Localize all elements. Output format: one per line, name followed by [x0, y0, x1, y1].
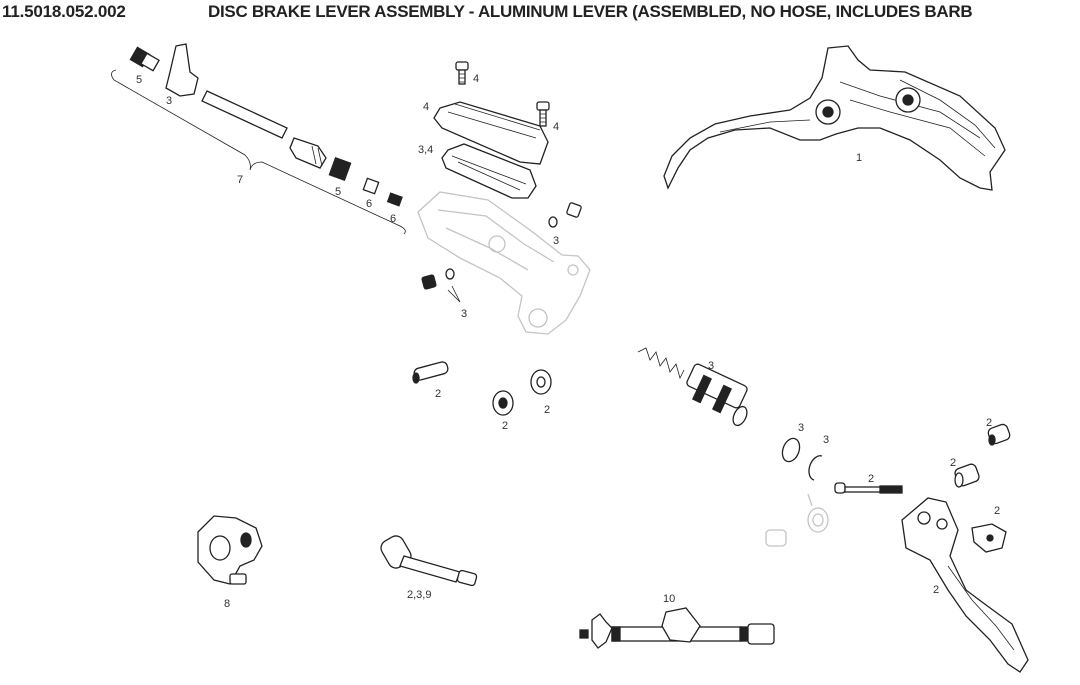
piston-assembly: [637, 347, 748, 427]
retaining-clip: [808, 455, 823, 481]
callout-blade-2: 2: [933, 584, 939, 596]
callout-clip-3: 3: [823, 434, 829, 446]
callout-bolt-4b: 4: [553, 121, 559, 133]
bushing-d: [954, 463, 980, 488]
barb-fitting: [129, 46, 160, 72]
callout-cam-2: 2: [994, 505, 1000, 517]
elbow-fitting: [165, 43, 199, 97]
callout-hose-group-7: 7: [237, 174, 243, 186]
callout-olive-5: 5: [335, 186, 341, 198]
callout-rod-10: 10: [663, 593, 675, 605]
reservoir-parts-group: 4 4 4 3,4: [418, 61, 559, 199]
bleed-tool: [380, 535, 478, 587]
reservoir-diaphragm: [441, 143, 537, 199]
pivot-pin: [412, 361, 449, 384]
callout-diaphragm-34: 3,4: [418, 144, 433, 156]
bleed-screw-a: [548, 202, 582, 228]
callout-bushing-2b: 2: [544, 404, 550, 416]
bushing-ghost: [765, 529, 787, 547]
lever-body-ghost: [417, 191, 591, 335]
callout-pin-2: 2: [435, 388, 441, 400]
header: 11.5018.052.002 DISC BRAKE LEVER ASSEMBL…: [0, 0, 1080, 24]
callout-insert-6b: 6: [390, 213, 396, 225]
bleed-rod: [579, 607, 775, 649]
washer: [781, 437, 801, 463]
cap-bolt-b: [536, 101, 550, 127]
callout-bleed-3b: 3: [461, 308, 467, 320]
callout-bushing-2c: 2: [986, 417, 992, 429]
pivot-bolt: [834, 482, 903, 494]
page-title: DISC BRAKE LEVER ASSEMBLY - ALUMINUM LEV…: [208, 2, 973, 21]
callout-clamp-8: 8: [224, 598, 230, 610]
callout-lever-1: 1: [856, 152, 862, 164]
insert-b: [386, 192, 403, 207]
handlebar-clamp: [197, 515, 263, 585]
callout-bleed-3a: 3: [553, 235, 559, 247]
callout-elbow-3: 3: [166, 95, 172, 107]
callout-bushing-2d: 2: [950, 457, 956, 469]
lever-blade: [901, 497, 1029, 673]
callout-bolt-4a: 4: [473, 73, 479, 85]
group-bracket: [111, 69, 406, 235]
bushing-b: [530, 369, 552, 395]
bushing-a: [492, 390, 514, 416]
part-number: 11.5018.052.002: [2, 2, 126, 21]
bushing-c: [987, 423, 1011, 446]
callout-barb-5: 5: [136, 74, 142, 86]
hose-tube: [201, 90, 288, 139]
callout-tool-239: 2,3,9: [407, 589, 431, 601]
hose-fittings-group: 5 3 5 6 6 7: [111, 43, 406, 235]
insert-a: [362, 177, 380, 195]
cap-bolt-a: [455, 61, 469, 85]
reservoir-cap: [433, 101, 549, 165]
callout-piston-3: 3: [708, 360, 714, 372]
callout-washer-3: 3: [798, 422, 804, 434]
return-spring: [807, 493, 829, 533]
callout-cap-4: 4: [423, 101, 429, 113]
hose-nut: [289, 137, 327, 169]
olive-fitting: [328, 156, 352, 182]
callout-insert-6a: 6: [366, 198, 372, 210]
bleed-screw-b: [421, 268, 461, 303]
brake-lever-assembly: 1: [663, 45, 1006, 191]
callout-pivot-2: 2: [868, 473, 874, 485]
callout-bushing-2a: 2: [502, 420, 508, 432]
